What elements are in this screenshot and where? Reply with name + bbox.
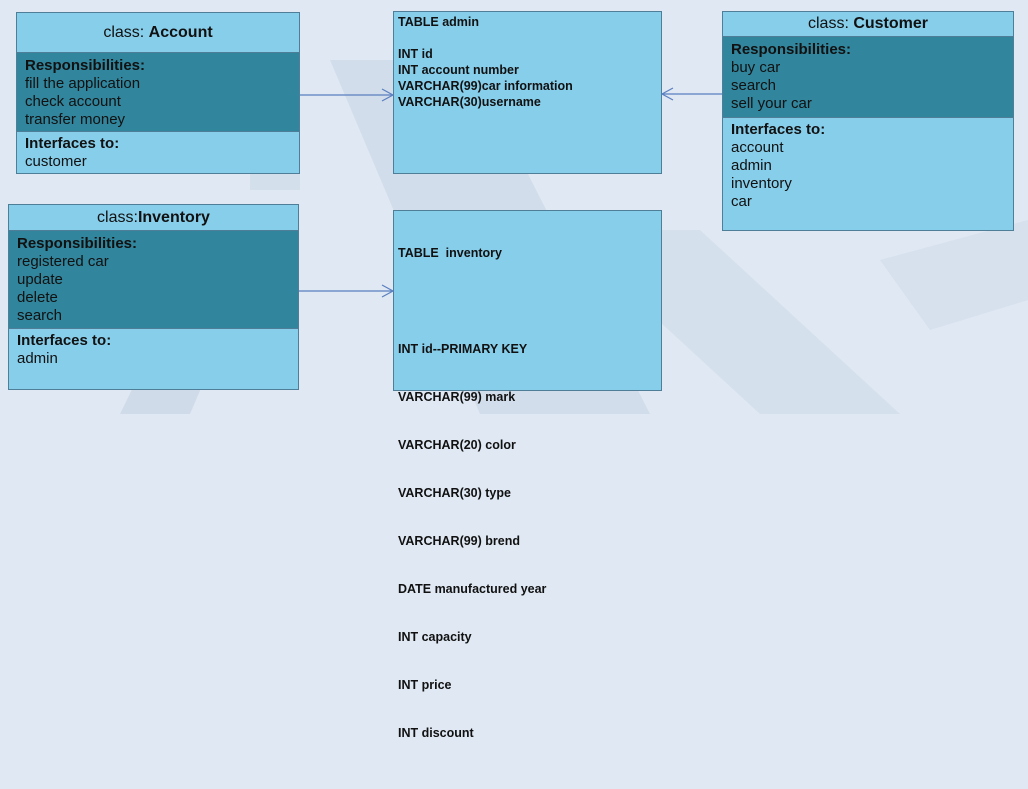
customer-responsibility-item: search [731,77,777,94]
account-responsibility-item: transfer money [25,111,126,128]
table-inventory-field: VARCHAR(30) type [398,486,511,500]
customer-interface-item: account [731,139,784,156]
table-admin-field: INT id [398,47,433,61]
account-responsibility-item: fill the application [25,75,141,92]
account-responsibilities: Responsibilities: fill the application c… [17,53,299,132]
customer-interface-item: car [731,193,752,210]
customer-responsibility-item: buy car [731,59,781,76]
account-class-box: class: Account Responsibilities: fill th… [16,12,300,174]
table-admin-name: TABLE admin [398,15,480,29]
inventory-interface-item: admin [17,350,58,367]
inventory-responsibility-item: search [17,307,63,324]
table-admin-box: TABLE admin INT id INT account number VA… [393,11,662,174]
account-title-prefix: class: [103,23,149,41]
customer-interfaces-label: Interfaces to: [731,121,826,138]
table-inventory-field: DATE manufactured year [398,582,547,596]
customer-class-title: class: Customer [723,12,1013,37]
table-inventory-field: VARCHAR(99) brend [398,534,520,548]
customer-responsibilities-label: Responsibilities: [731,41,852,58]
table-inventory-field: INT discount [398,726,474,740]
inventory-responsibility-item: delete [17,289,58,306]
account-interfaces-label: Interfaces to: [25,135,120,152]
table-admin-field: INT account number [398,63,519,77]
inventory-class-title: class:Inventory [9,205,298,231]
inventory-responsibilities: Responsibilities: registered car update … [9,231,298,329]
account-interface-item: customer [25,153,87,170]
inventory-interfaces-label: Interfaces to: [17,332,112,349]
customer-interfaces: Interfaces to: account admin inventory c… [723,118,1013,214]
customer-responsibilities: Responsibilities: buy car search sell yo… [723,37,1013,118]
account-class-title: class: Account [17,13,299,53]
account-responsibility-item: check account [25,93,121,110]
inventory-interfaces: Interfaces to: admin [9,329,298,371]
table-admin-field: VARCHAR(99)car information [398,79,573,93]
table-inventory-field: VARCHAR(99) mark [398,390,516,404]
inventory-responsibility-item: update [17,271,63,288]
customer-class-box: class: Customer Responsibilities: buy ca… [722,11,1014,231]
account-interfaces: Interfaces to: customer [17,132,299,174]
customer-interface-item: inventory [731,175,792,192]
customer-interface-item: admin [731,157,772,174]
customer-title-name: Customer [853,15,929,32]
inventory-title-name: Inventory [137,208,210,226]
inventory-responsibility-item: registered car [17,253,109,270]
account-responsibilities-label: Responsibilities: [25,57,146,74]
table-inventory-field: VARCHAR(20) color [398,438,516,452]
customer-title-prefix: class: [807,15,854,32]
customer-responsibility-item: sell your car [731,95,812,112]
inventory-class-box: class:Inventory Responsibilities: regist… [8,204,299,390]
inventory-responsibilities-label: Responsibilities: [17,235,138,252]
account-title-name: Account [148,23,213,41]
table-inventory-box: TABLE inventory INT id--PRIMARY KEY VARC… [393,210,662,740]
inventory-title-prefix: class: [97,208,138,226]
table-admin-field: VARCHAR(30)username [398,95,541,109]
table-inventory-field: INT capacity [398,630,472,644]
table-inventory-name: TABLE inventory [398,246,502,260]
table-inventory-field: INT id--PRIMARY KEY [398,342,528,356]
table-inventory-field: INT price [398,678,452,692]
